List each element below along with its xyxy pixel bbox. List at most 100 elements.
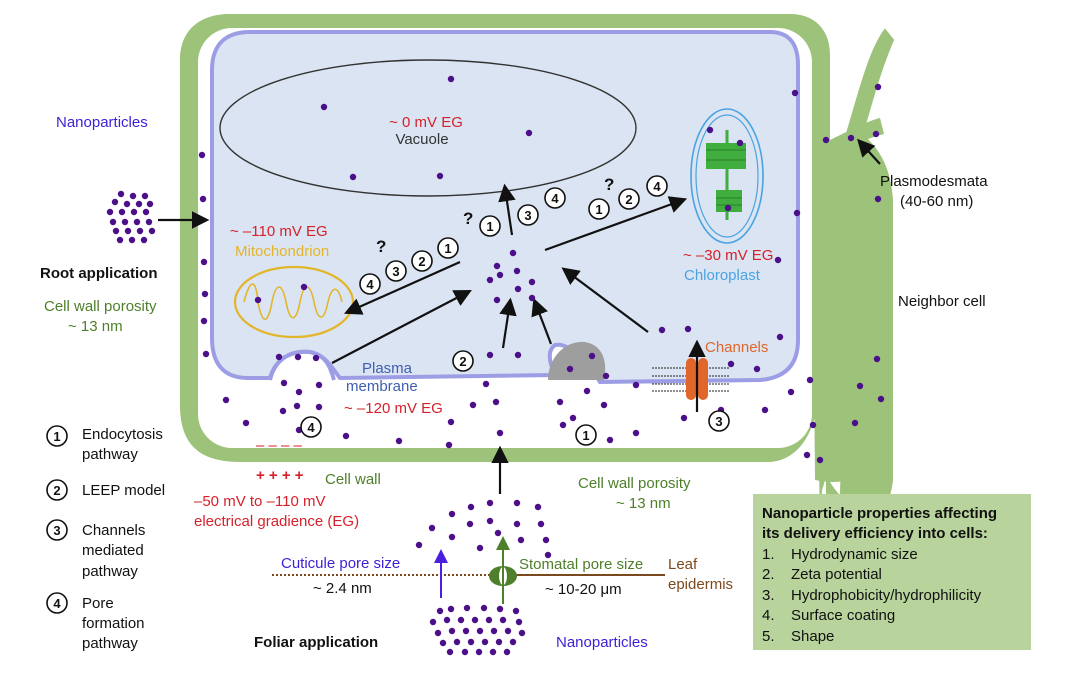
- properties-box: [753, 494, 1031, 650]
- legend-3-num: 3: [53, 523, 60, 538]
- nanoparticle-dot: [680, 414, 688, 422]
- nanoparticle-dot: [446, 648, 454, 656]
- nanoparticle-dot: [200, 317, 208, 325]
- nanoparticle-dot: [121, 218, 129, 226]
- nanoparticle-dot: [509, 638, 517, 646]
- nanoparticle-dot: [439, 639, 447, 647]
- property-4-num: 4.: [762, 607, 775, 624]
- nanoparticle-dot: [448, 627, 456, 635]
- nanoparticle-dot: [496, 429, 504, 437]
- nanoparticle-dot: [109, 218, 117, 226]
- nanoparticle-dot: [559, 421, 567, 429]
- nanoparticle-dot: [254, 296, 262, 304]
- nanoparticle-dot: [822, 136, 830, 144]
- plasmodesmata-label-2: (40-60 nm): [900, 193, 973, 210]
- nanoparticle-dot: [493, 262, 501, 270]
- properties-title-2: its delivery efficiency into cells:: [762, 525, 988, 542]
- nanoparticle-dot: [463, 604, 471, 612]
- legend-3-line3: pathway: [82, 563, 138, 580]
- nanoparticle-dot: [774, 256, 782, 264]
- chloro-label: Chloroplast: [684, 267, 761, 284]
- mito-label: Mitochondrion: [235, 243, 329, 260]
- nanoparticle-dot: [537, 520, 545, 528]
- mito-pathway-marker-4-circle: [437, 237, 459, 259]
- chloroplast: [690, 108, 764, 244]
- legend-4-line3: pathway: [82, 635, 138, 652]
- nanoparticle-dot: [512, 607, 520, 615]
- vacuole-pathway-marker-3-number: 4: [551, 191, 559, 206]
- minus-signs: – – – –: [256, 437, 303, 454]
- nanoparticle-dot: [202, 350, 210, 358]
- nanoparticle-dot: [736, 139, 744, 147]
- nanoparticle-dot: [486, 276, 494, 284]
- nanoparticle-dot: [632, 381, 640, 389]
- legend-2-num: 2: [53, 483, 60, 498]
- nanoparticle-dot: [851, 419, 859, 427]
- chloro-pathway-marker-3-circle: [646, 175, 668, 197]
- pore-marker-number: 4: [307, 420, 315, 435]
- legend-3-line1: Channels: [82, 522, 145, 539]
- property-1-text: Hydrodynamic size: [791, 546, 918, 563]
- nanoparticle-dot: [295, 388, 303, 396]
- nanoparticle-dot: [684, 325, 692, 333]
- nanoparticle-dot: [142, 208, 150, 216]
- arrow-from-pore: [331, 289, 472, 364]
- nanoparticle-dot: [514, 285, 522, 293]
- endocytosis-marker-number: 1: [582, 428, 589, 443]
- nanoparticle-dot: [123, 200, 131, 208]
- nanoparticle-dot: [542, 536, 550, 544]
- nanoparticle-dot: [447, 418, 455, 426]
- nanoparticle-dot: [873, 355, 881, 363]
- stomatal-label-2: ~ 10-20 μm: [545, 581, 622, 598]
- nanoparticle-dot: [877, 395, 885, 403]
- chloro-eg-label: ~ –30 mV EG: [683, 247, 773, 264]
- nanoparticle-dot: [504, 627, 512, 635]
- vacuole-pathway-marker-1-circle: [479, 215, 501, 237]
- chloro-pathway-marker-3-number: 4: [653, 179, 661, 194]
- arrow-plasmodesmata: [857, 138, 881, 165]
- nanoparticle-dot: [349, 173, 357, 181]
- nanoparticle-dot: [475, 648, 483, 656]
- nanoparticle-dot: [118, 208, 126, 216]
- nanoparticle-dot: [136, 227, 144, 235]
- nanoparticle-dot: [600, 401, 608, 409]
- nanoparticle-dot: [793, 209, 801, 217]
- nanoparticle-dot: [480, 604, 488, 612]
- nanoparticle-dot: [566, 365, 574, 373]
- nanoparticle-dot: [436, 607, 444, 615]
- question-mark-vacuole: ?: [463, 209, 473, 228]
- nanoparticle-dot: [395, 437, 403, 445]
- nanoparticle-dot: [632, 429, 640, 437]
- legend-1-line2: pathway: [82, 446, 138, 463]
- nanoparticle-dot: [293, 402, 301, 410]
- mito-pathway-marker-1-number: 4: [366, 277, 374, 292]
- nanoparticle-dot: [467, 503, 475, 511]
- porosity-left-1: Cell wall porosity: [44, 298, 157, 315]
- nanoparticle-dot: [513, 267, 521, 275]
- nanoparticle-dot: [602, 372, 610, 380]
- nanoparticle-dot: [486, 351, 494, 359]
- nanoparticle-dot: [146, 200, 154, 208]
- nanoparticle-dot: [453, 638, 461, 646]
- nanoparticle-dot: [485, 616, 493, 624]
- mito-pathway-marker-3-number: 2: [418, 254, 425, 269]
- nanoparticle-dot: [803, 451, 811, 459]
- nanoparticle-dot: [517, 536, 525, 544]
- leaf-epidermis-label-2: epidermis: [668, 576, 733, 593]
- nanoparticle-dot: [106, 208, 114, 216]
- endocytic-vesicle: [548, 341, 606, 380]
- pathway-legend: 1 Endocytosis pathway 2 LEEP model 3 Cha…: [46, 425, 165, 652]
- endocytosis-marker-circle: [575, 424, 597, 446]
- property-3-num: 3.: [762, 587, 775, 604]
- nanoparticle-dot: [222, 396, 230, 404]
- nanoparticle-dot: [294, 353, 302, 361]
- vacuole-eg-label: ~ 0 mV EG: [389, 114, 463, 131]
- porosity-mid-2: ~ 13 nm: [616, 495, 671, 512]
- legend-1-num: 1: [53, 429, 60, 444]
- nanoparticle-dot: [493, 296, 501, 304]
- arrow-to-vacuole: [498, 183, 516, 236]
- mito-pathway-marker-2-number: 3: [392, 264, 399, 279]
- nanoparticle-dot: [606, 436, 614, 444]
